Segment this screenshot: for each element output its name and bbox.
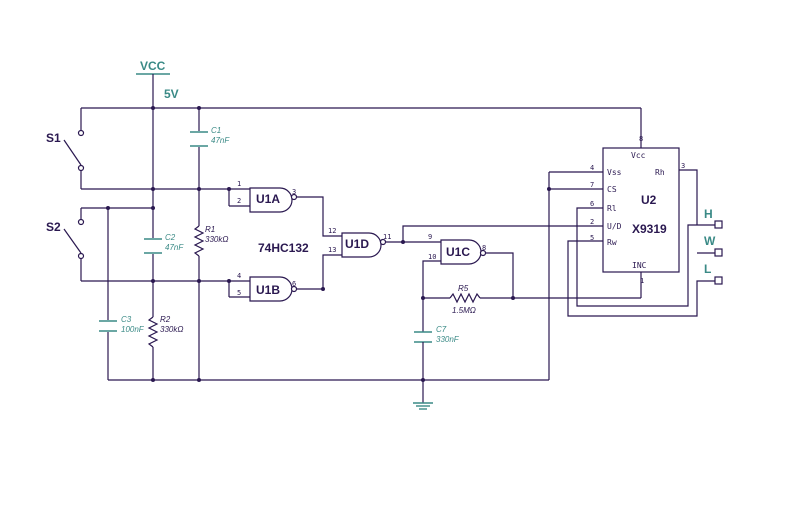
c1-value: 47nF (211, 136, 230, 145)
ground-symbol (413, 402, 433, 410)
resistor-r1: R1 330kΩ (193, 225, 228, 257)
r1-ref: R1 (205, 225, 215, 234)
u2-part: X9319 (632, 222, 667, 236)
resistor-r2: R2 330kΩ (147, 315, 183, 348)
u2-pin-vss-num: 4 (590, 164, 594, 172)
c7-value: 330nF (436, 335, 460, 344)
u2-pin-cs-num: 7 (590, 181, 594, 189)
terminal-w-label: W (704, 234, 716, 248)
u2-pin-rh-num: 3 (681, 162, 685, 170)
output-terminals: H W L (704, 207, 723, 285)
resistor-r5: R5 1.5MΩ (423, 284, 641, 315)
r2-ref: R2 (160, 315, 171, 324)
u1c-pin-9: 9 (428, 233, 432, 241)
c1-ref: C1 (211, 126, 221, 135)
c2-ref: C2 (165, 233, 176, 242)
switch-s2-label: S2 (46, 220, 61, 234)
u2-pin-inc-name: INC (632, 261, 647, 270)
u2-pin-rw-name: Rw (607, 238, 617, 247)
u1d-pin-11: 11 (383, 233, 391, 241)
c7-ref: C7 (436, 325, 447, 334)
terminal-h-label: H (704, 207, 713, 221)
r5-value: 1.5MΩ (452, 306, 476, 315)
r1-value: 330kΩ (205, 235, 228, 244)
c3-value: 100nF (121, 325, 145, 334)
terminal-l (714, 276, 723, 285)
u2-pin-vcc-num: 8 (639, 135, 643, 143)
u2-pin-rl-name: Rl (607, 204, 617, 213)
c2-value: 47nF (165, 243, 184, 252)
u2-pin-rl-num: 6 (590, 200, 594, 208)
u2-pin-rh-name: Rh (655, 168, 665, 177)
u2-pin-ud-name: U/D (607, 222, 622, 231)
gate-u1d: U1D 12 13 11 (297, 196, 391, 290)
u1b-pin-4: 4 (237, 272, 241, 280)
r5-ref: R5 (458, 284, 469, 293)
u1d-pin-12: 12 (328, 227, 336, 235)
u1b-ref: U1B (256, 283, 280, 297)
u1c-pin-8: 8 (482, 244, 486, 252)
vcc-symbol: VCC 5V (136, 59, 179, 108)
u1a-pin-2: 2 (237, 197, 241, 205)
u1d-ref: U1D (345, 237, 369, 251)
u2-pin-rw-num: 5 (590, 234, 594, 242)
u1b-pin-5: 5 (237, 289, 241, 297)
gate-u1a: U1A 1 2 3 (228, 180, 298, 213)
u2-pin-vss-name: Vss (607, 168, 622, 177)
left-wiring (81, 108, 549, 381)
capacitor-c7: C7 330nF (414, 325, 460, 403)
ic-wiring (548, 169, 715, 380)
ic-u2: U2 X9319 Vcc 8 Vss 4 CS 7 Rl 6 U/D 2 Rw … (590, 135, 685, 285)
gate-u1b: U1B 4 5 6 (228, 272, 298, 302)
capacitor-c2: C2 47nF (144, 233, 184, 254)
r2-value: 330kΩ (160, 325, 183, 334)
terminal-w (714, 248, 723, 257)
vcc-label: VCC (140, 59, 166, 73)
capacitor-c3: C3 100nF (99, 315, 145, 334)
u1d-pin-13: 13 (328, 246, 336, 254)
u1c-ref: U1C (446, 245, 470, 259)
u2-pin-inc-num: 1 (640, 277, 644, 285)
u1b-pin-6: 6 (292, 280, 296, 288)
u1c-pin-10: 10 (428, 253, 436, 261)
u2-ref: U2 (641, 193, 657, 207)
switch-s1-label: S1 (46, 131, 61, 145)
switch-s1: S1 (46, 129, 85, 189)
u2-pin-cs-name: CS (607, 185, 617, 194)
u2-pin-vcc-name: Vcc (631, 151, 646, 160)
u1a-pin-1: 1 (237, 180, 241, 188)
gate-part-label: 74HC132 (258, 241, 309, 255)
vcc-voltage-label: 5V (164, 87, 179, 101)
junction-dots (106, 106, 551, 382)
vcc-rail (80, 107, 642, 148)
switch-s2: S2 (46, 207, 153, 281)
terminal-h (714, 220, 723, 229)
c3-ref: C3 (121, 315, 132, 324)
capacitor-c1: C1 47nF (190, 126, 230, 147)
u1a-ref: U1A (256, 192, 280, 206)
terminal-l-label: L (704, 262, 711, 276)
u2-pin-ud-num: 2 (590, 218, 594, 226)
u1a-pin-3: 3 (292, 188, 296, 196)
gate-u1c: U1C 9 10 8 (386, 225, 603, 325)
